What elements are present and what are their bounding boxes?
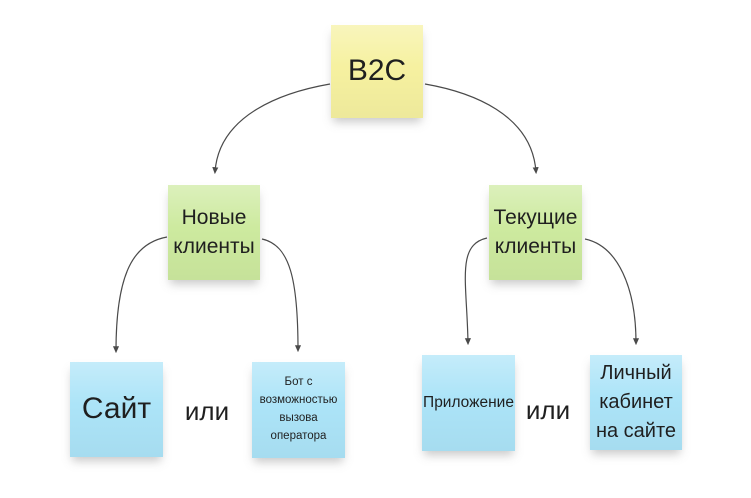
- note-personal-account[interactable]: Личный кабинет на сайте: [590, 355, 682, 450]
- note-bot-label: Бот с возможностью вызова оператора: [259, 376, 338, 442]
- connector-new-clients-to-site: [112, 236, 168, 354]
- note-app-label: Приложение: [423, 393, 514, 411]
- note-personal-account-label: Личный кабинет на сайте: [595, 362, 677, 442]
- note-bot[interactable]: Бот с возможностью вызова оператора: [252, 362, 345, 458]
- connector-b2c-to-new-clients: [212, 83, 331, 175]
- note-site-label: Сайт: [81, 392, 152, 426]
- note-current-clients-label: Текущие клиенты: [493, 206, 578, 258]
- note-new-clients-label: Новые клиенты: [173, 206, 255, 258]
- note-site[interactable]: Сайт: [70, 362, 163, 457]
- connector-current-clients-to-app: [464, 237, 488, 346]
- note-b2c[interactable]: B2C: [331, 25, 423, 118]
- note-new-clients[interactable]: Новые клиенты: [168, 185, 260, 280]
- note-app[interactable]: Приложение: [422, 355, 515, 451]
- or-label-left[interactable]: или: [184, 396, 230, 426]
- connector-current-clients-to-personal-account: [584, 238, 640, 346]
- note-b2c-label: B2C: [347, 54, 407, 88]
- connector-new-clients-to-bot: [261, 238, 302, 353]
- connector-b2c-to-current-clients: [424, 83, 539, 175]
- or-label-right[interactable]: или: [525, 395, 571, 425]
- note-current-clients[interactable]: Текущие клиенты: [489, 185, 582, 280]
